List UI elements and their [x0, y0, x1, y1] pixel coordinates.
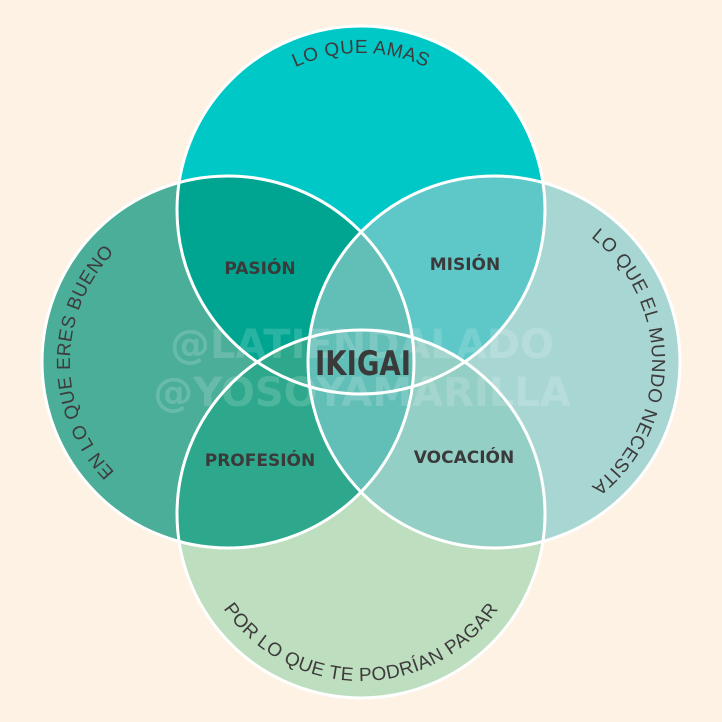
label-mision: MISIÓN: [430, 253, 501, 275]
circle-outlines: [40, 24, 682, 700]
label-vocacion: VOCACIÓN: [414, 446, 514, 468]
label-profesion: PROFESIÓN: [205, 449, 315, 471]
label-pasion: PASIÓN: [224, 257, 295, 279]
label-ikigai: IKIGAI: [315, 344, 411, 384]
